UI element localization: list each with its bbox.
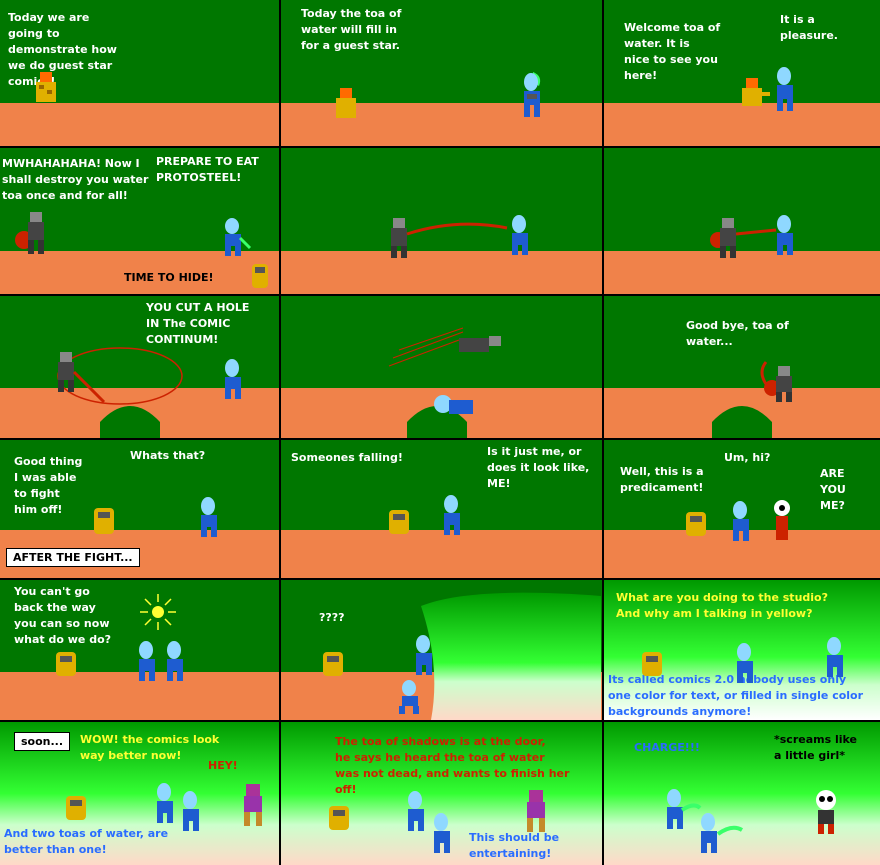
gold-host-figure <box>742 78 770 106</box>
panel-1: Today we are going to demonstrate how we… <box>0 0 279 146</box>
speech-bubble: And two toas of water, are better than o… <box>4 827 169 856</box>
water-toa-figure <box>737 643 753 683</box>
speech-bubble: Well, this is a predicament! <box>620 465 704 494</box>
water-toa-figure <box>183 791 199 831</box>
water-toa-figure <box>157 783 173 823</box>
shadow-toa-figure <box>15 212 44 254</box>
speech-bubble: This should be entertaining! <box>469 831 560 860</box>
speech-bubble: Um, hi? <box>724 451 771 464</box>
speech-bubble: Good bye, toa of water... <box>686 319 789 348</box>
speech-bubble: Is it just me, or does it look like, ME! <box>487 445 590 490</box>
skull-figure <box>816 790 836 834</box>
comic-hole <box>100 406 160 438</box>
panel-3: Welcome toa of water. It is nice to see … <box>604 0 880 146</box>
gold-host-figure <box>323 652 343 676</box>
speech-bubble: PREPARE TO EAT PROTOSTEEL! <box>156 155 259 184</box>
speech-bubble: MWHAHAHAHA! Now I shall destroy you wate… <box>2 157 149 202</box>
speech-bubble: You can't go back the way you can so now… <box>14 585 112 646</box>
panel-6 <box>604 148 880 294</box>
narration-caption: soon... <box>14 732 71 751</box>
narration-caption: AFTER THE FIGHT... <box>6 548 140 567</box>
gold-host-figure <box>66 796 86 820</box>
panel-17: The toa of shadows is at the door, he sa… <box>281 722 602 865</box>
speech-bubble: It is a pleasure. <box>780 13 838 42</box>
speech-bubble: TIME TO HIDE! <box>124 271 214 284</box>
water-toa-figure <box>408 791 424 831</box>
shadow-toa-figure <box>459 336 501 352</box>
gold-host-figure <box>686 512 706 536</box>
speech-bubble: The toa of shadows is at the door, he sa… <box>335 735 570 796</box>
speech-bubble: *screams like a little girl* <box>774 733 857 762</box>
shadow-toa-figure <box>760 361 792 402</box>
water-toa-figure <box>399 680 419 714</box>
comic-hole <box>712 406 772 438</box>
panel-12: Well, this is a predicament! Um, hi? ARE… <box>604 440 880 578</box>
speech-bubble: ???? <box>319 611 345 624</box>
speech-bubble: Good thing I was able to fight him off! <box>14 455 83 516</box>
gold-host-figure <box>329 806 349 830</box>
speech-bubble: Today we are going to demonstrate how we… <box>8 11 117 88</box>
speech-bubble: Its called comics 2.0 nobody uses only o… <box>608 673 864 718</box>
speech-bubble: ARE YOU ME? <box>820 467 846 512</box>
panel-13: You can't go back the way you can so now… <box>0 580 279 720</box>
gold-host-figure <box>389 510 409 534</box>
speech-bubble: Today the toa of water will fill in for … <box>301 7 402 52</box>
panel-14: ???? <box>281 580 602 720</box>
water-toa-figure <box>701 813 744 853</box>
water-toa-figure <box>512 215 528 255</box>
water-toa-figure <box>225 359 241 399</box>
gold-host-figure <box>94 508 114 534</box>
speech-bubble: HEY! <box>208 759 238 772</box>
water-toa-figure <box>201 497 217 537</box>
panel-8 <box>281 296 602 438</box>
gold-host-figure <box>252 264 268 288</box>
speech-bubble: CHARGE!!! <box>634 741 700 754</box>
panel-9: Good bye, toa of water... <box>604 296 880 438</box>
shadow-toa-figure <box>710 218 777 258</box>
gold-host-figure <box>56 652 76 676</box>
water-toa-figure <box>434 395 473 414</box>
water-toa-figure <box>733 501 749 541</box>
water-toa-figure <box>524 72 541 117</box>
skull-figure <box>774 500 790 540</box>
panel-7: YOU CUT A HOLE IN The COMIC CONTINUM! <box>0 296 279 438</box>
panel-2: Today the toa of water will fill in for … <box>281 0 602 146</box>
shadow-toa-figure <box>391 218 508 258</box>
panel-10: Good thing I was able to fight him off! … <box>0 440 279 578</box>
lightbulb-icon <box>140 594 176 630</box>
gold-host-figure <box>336 88 356 118</box>
gold-host-figure <box>642 652 662 676</box>
panel-4: MWHAHAHAHA! Now I shall destroy you wate… <box>0 148 279 294</box>
speech-bubble: Someones falling! <box>291 451 403 464</box>
speech-bubble: Whats that? <box>130 449 206 462</box>
water-toa-figure <box>777 215 793 255</box>
speech-bubble: YOU CUT A HOLE IN The COMIC CONTINUM! <box>146 301 250 346</box>
panel-18: CHARGE!!! *screams like a little girl* <box>604 722 880 865</box>
shadow-toa-figure <box>244 784 262 826</box>
water-toa-figure <box>434 813 450 853</box>
shadow-toa-figure <box>58 352 106 404</box>
motion-lines <box>388 327 464 367</box>
gold-host-figure <box>36 72 56 102</box>
panel-11: Someones falling! Is it just me, or does… <box>281 440 602 578</box>
water-toa-figure <box>167 641 183 681</box>
speech-bubble: WOW! the comics look way better now! <box>80 733 220 762</box>
water-toa-figure <box>827 637 843 677</box>
water-toa-figure <box>225 218 252 256</box>
water-toa-figure <box>139 641 155 681</box>
gradient-overlay <box>421 592 601 720</box>
panel-5 <box>281 148 602 294</box>
shadow-toa-figure <box>527 790 545 832</box>
speech-bubble: What are you doing to the studio? And wh… <box>616 591 828 620</box>
speech-bubble: Welcome toa of water. It is nice to see … <box>624 21 721 82</box>
water-toa-figure <box>416 635 432 675</box>
water-toa-figure <box>667 789 702 829</box>
water-toa-figure <box>444 495 460 535</box>
water-toa-figure <box>777 67 793 111</box>
panel-16: soon... WOW! the comics look way better … <box>0 722 279 865</box>
panel-15: What are you doing to the studio? And wh… <box>604 580 880 720</box>
